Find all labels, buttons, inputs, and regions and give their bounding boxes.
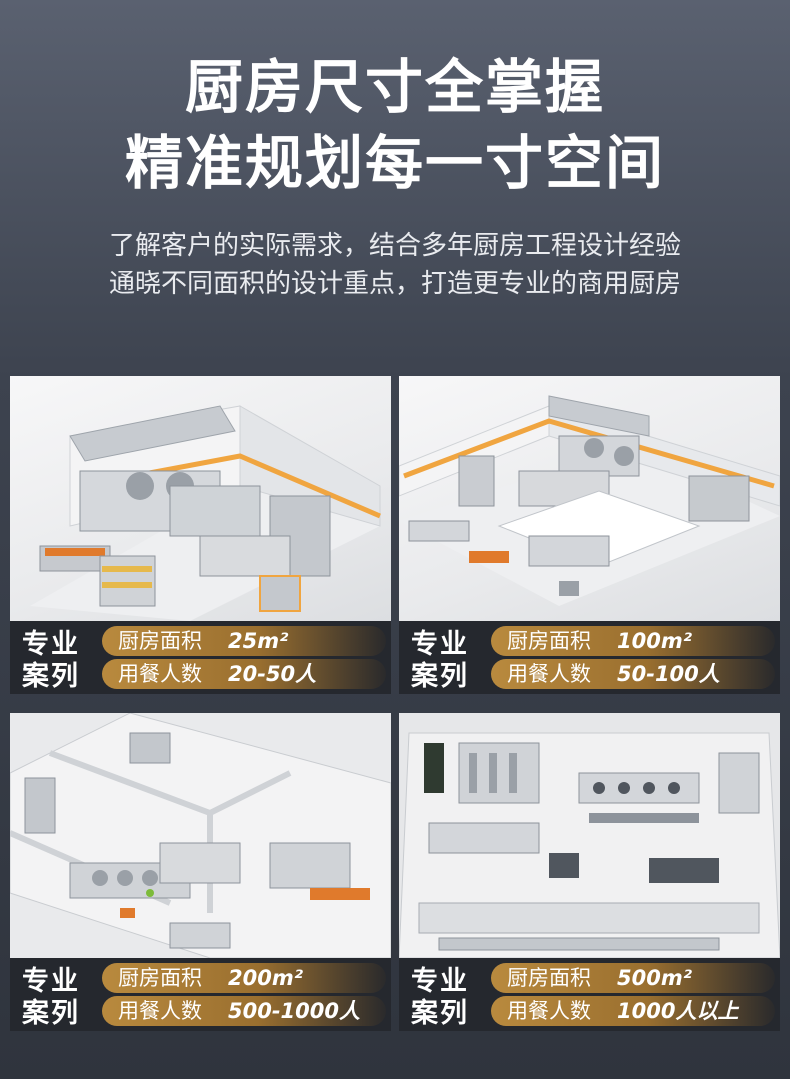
diners-label: 用餐人数 (507, 662, 591, 686)
case-label: 专业案列 (22, 629, 80, 692)
area-pill: 厨房面积 500m² (491, 963, 775, 993)
kitchen-render-image (399, 376, 780, 621)
case-label: 专业案列 (411, 966, 469, 1029)
subtitle-line2: 通晓不同面积的设计重点，打造更专业的商用厨房 (108, 269, 681, 299)
case-card-100: 专业案列 厨房面积 100m² 用餐人数 50-100人 (399, 376, 780, 694)
hero-section: 厨房尺寸全掌握 精准规划每一寸空间 了解客户的实际需求，结合多年厨房工程设计经验… (0, 0, 790, 360)
case-info-bar: 专业案列 厨房面积 200m² 用餐人数 500-1000人 (10, 958, 391, 1031)
diners-pill: 用餐人数 500-1000人 (102, 996, 386, 1026)
area-pill: 厨房面积 25m² (102, 626, 386, 656)
area-label: 厨房面积 (118, 629, 202, 653)
diners-pill: 用餐人数 1000人以上 (491, 996, 775, 1026)
diners-label: 用餐人数 (118, 662, 202, 686)
case-card-500: 专业案列 厨房面积 500m² 用餐人数 1000人以上 (399, 713, 780, 1031)
area-label: 厨房面积 (507, 629, 591, 653)
case-label: 专业案列 (22, 966, 80, 1029)
area-value: 100m² (617, 629, 692, 653)
kitchen-render-image (10, 376, 391, 621)
case-info-bar: 专业案列 厨房面积 25m² 用餐人数 20-50人 (10, 621, 391, 694)
diners-value: 50-100人 (617, 662, 720, 686)
diners-value: 20-50人 (228, 662, 317, 686)
case-info-bar: 专业案列 厨房面积 500m² 用餐人数 1000人以上 (399, 958, 780, 1031)
subtitle-line1: 了解客户的实际需求，结合多年厨房工程设计经验 (108, 231, 681, 261)
case-card-25: 专业案列 厨房面积 25m² 用餐人数 20-50人 (10, 376, 391, 694)
area-value: 200m² (228, 966, 303, 990)
diners-pill: 用餐人数 50-100人 (491, 659, 775, 689)
diners-label: 用餐人数 (118, 999, 202, 1023)
kitchen-render-image (399, 713, 780, 958)
diners-label: 用餐人数 (507, 999, 591, 1023)
area-label: 厨房面积 (118, 966, 202, 990)
page-title-line1: 厨房尺寸全掌握 (184, 53, 605, 121)
area-pill: 厨房面积 100m² (491, 626, 775, 656)
case-card-200: 专业案列 厨房面积 200m² 用餐人数 500-1000人 (10, 713, 391, 1031)
kitchen-render-image (10, 713, 391, 958)
area-label: 厨房面积 (507, 966, 591, 990)
case-label: 专业案列 (411, 629, 469, 692)
area-value: 500m² (617, 966, 692, 990)
area-pill: 厨房面积 200m² (102, 963, 386, 993)
page-title-line2: 精准规划每一寸空间 (124, 129, 665, 197)
diners-value: 500-1000人 (228, 999, 360, 1023)
diners-value: 1000人以上 (617, 999, 739, 1023)
case-info-bar: 专业案列 厨房面积 100m² 用餐人数 50-100人 (399, 621, 780, 694)
diners-pill: 用餐人数 20-50人 (102, 659, 386, 689)
area-value: 25m² (228, 629, 289, 653)
